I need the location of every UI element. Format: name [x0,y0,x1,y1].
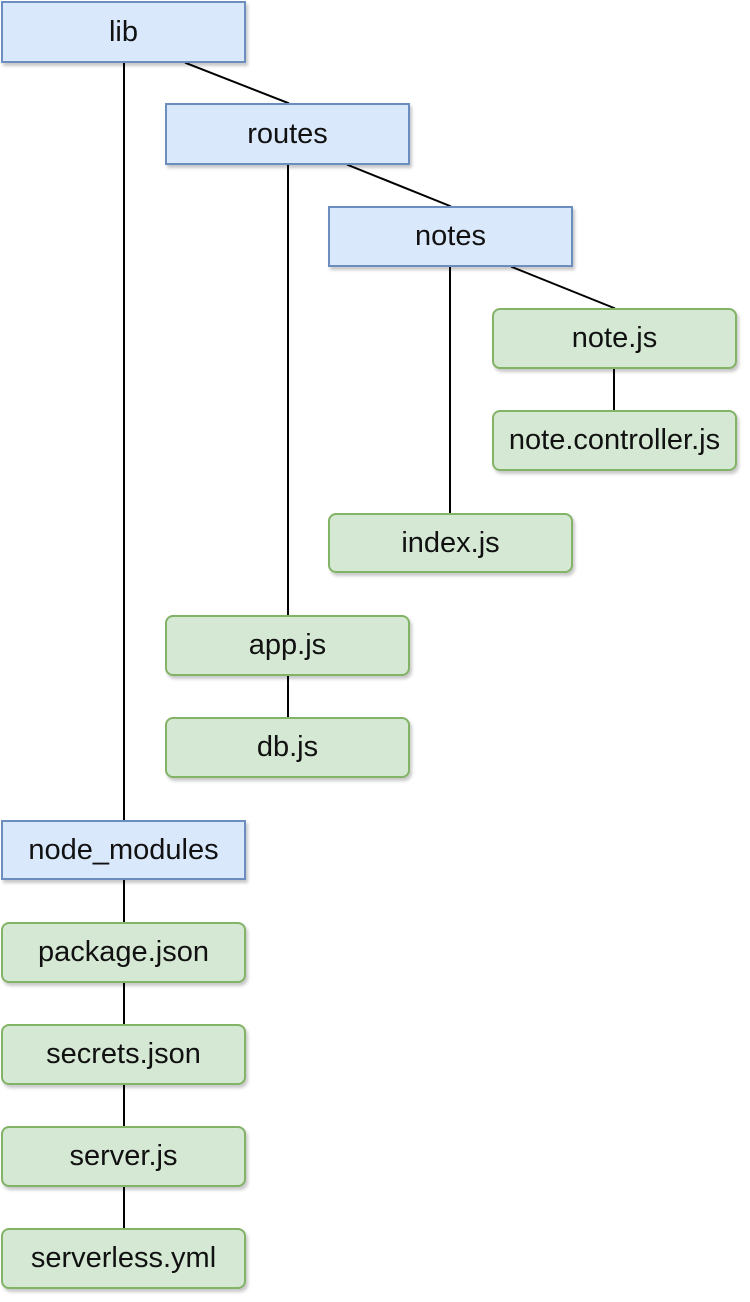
file-note-js-label: note.js [571,322,658,354]
file-note-controller-js-label: note.controller.js [508,424,721,456]
file-note-controller-js: note.controller.js [492,410,737,471]
file-index-js: index.js [328,513,573,573]
file-server-js-label: server.js [69,1140,178,1172]
connector-lib-routes [184,61,290,105]
folder-routes-label: routes [247,117,328,150]
connector-notes-note-js [510,265,616,310]
file-secrets-json-label: secrets.json [46,1038,201,1070]
file-package-json: package.json [1,922,246,983]
file-db-js-label: db.js [256,731,319,763]
folder-lib: lib [1,1,246,63]
file-package-json-label: package.json [38,936,209,968]
file-app-js-label: app.js [248,629,327,661]
file-app-js: app.js [165,615,410,676]
file-serverless-yml: serverless.yml [1,1228,246,1289]
folder-node-modules: node_modules [1,820,246,880]
folder-notes-label: notes [415,220,486,252]
file-db-js: db.js [165,717,410,778]
connector-routes-notes [346,163,452,208]
folder-lib-label: lib [108,15,138,48]
file-note-js: note.js [492,308,737,369]
file-serverless-yml-label: serverless.yml [30,1242,217,1274]
file-secrets-json: secrets.json [1,1024,246,1085]
file-index-js-label: index.js [401,526,500,559]
folder-notes: notes [328,206,573,267]
folder-node-modules-label: node_modules [28,833,219,866]
folder-routes: routes [165,103,410,165]
file-server-js: server.js [1,1126,246,1187]
